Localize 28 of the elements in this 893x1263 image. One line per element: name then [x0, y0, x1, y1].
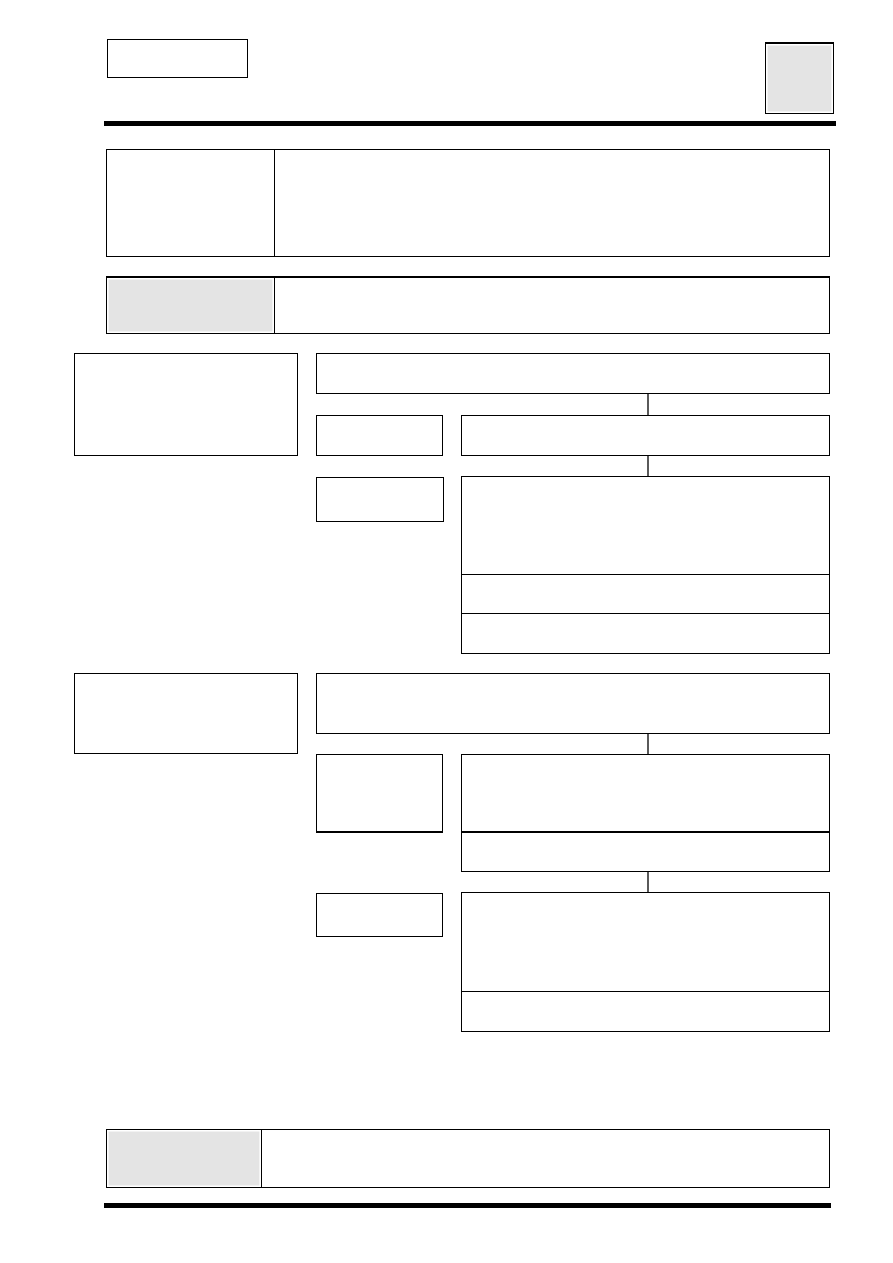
- blank-box: [316, 754, 443, 833]
- connector-line: [647, 455, 649, 477]
- blank-box: [274, 276, 830, 334]
- blank-box: [461, 892, 830, 992]
- blank-box: [106, 149, 275, 257]
- blank-box: [107, 39, 248, 78]
- shaded-box: [765, 42, 834, 114]
- blank-box: [261, 1129, 830, 1188]
- shaded-box: [106, 1129, 262, 1188]
- blank-box: [274, 149, 830, 257]
- blank-box: [461, 613, 830, 654]
- blank-box: [316, 353, 830, 394]
- blank-box: [316, 893, 443, 937]
- blank-box: [316, 477, 444, 522]
- blank-box: [461, 574, 830, 614]
- connector-line: [647, 733, 649, 755]
- blank-box: [74, 353, 298, 456]
- blank-box: [461, 476, 830, 575]
- blank-box: [316, 673, 830, 734]
- blank-box: [461, 415, 830, 456]
- blank-box: [74, 673, 298, 754]
- blank-box: [461, 832, 830, 872]
- connector-line: [647, 393, 649, 416]
- blank-box: [316, 415, 443, 456]
- connector-line: [647, 871, 649, 893]
- blank-box: [461, 991, 830, 1032]
- shaded-box: [106, 276, 275, 334]
- blank-box: [461, 754, 830, 833]
